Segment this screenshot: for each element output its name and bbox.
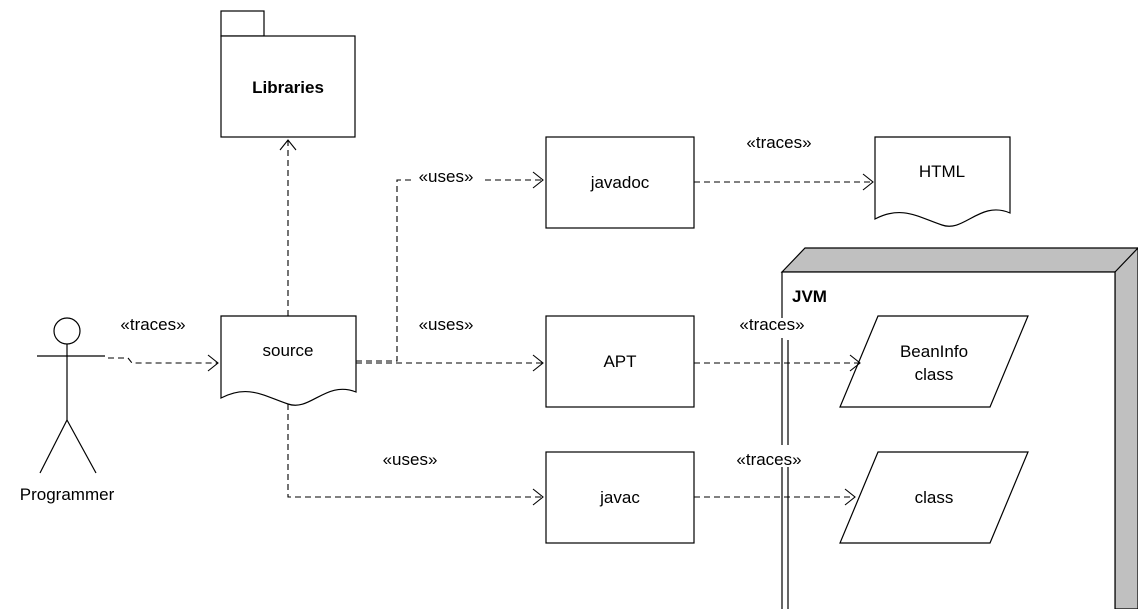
dashed-line xyxy=(287,404,543,498)
libraries-label: Libraries xyxy=(252,78,324,97)
javac-component: javac xyxy=(545,451,695,544)
arrow-head xyxy=(849,354,861,372)
javac-label: javac xyxy=(599,488,640,507)
actor-left-leg xyxy=(39,419,68,474)
actor-right-leg xyxy=(66,419,97,474)
javadoc-component: javadoc xyxy=(545,136,695,229)
arrow-head xyxy=(532,488,544,506)
arrow-head xyxy=(862,173,874,191)
beaninfo-label-line2: class xyxy=(915,365,954,384)
class-artifact: class xyxy=(839,451,1029,544)
source-artifact: source xyxy=(220,315,357,406)
jvm-node-top-face xyxy=(780,247,1138,273)
edge-label-javac-class: «traces» xyxy=(736,450,801,469)
label-mask xyxy=(414,166,484,186)
line-gap-mask xyxy=(780,318,796,338)
dashed-line xyxy=(108,357,218,364)
component-box xyxy=(545,451,695,544)
edge-source-libraries xyxy=(279,139,297,316)
edge-label-source-apt: «uses» xyxy=(419,315,474,334)
class-label: class xyxy=(915,488,954,507)
edge-source-javac xyxy=(287,404,544,506)
html-label: HTML xyxy=(919,162,965,181)
arrow-head xyxy=(207,354,219,372)
beaninfo-label-line1: BeanInfo xyxy=(900,342,968,361)
jvm-node-side-face xyxy=(1114,247,1138,609)
beaninfo-class-artifact: BeanInfo class xyxy=(839,315,1029,408)
component-box xyxy=(545,315,695,408)
edge-label-source-javac: «uses» xyxy=(383,450,438,469)
document-shape xyxy=(874,136,1011,227)
edge-label-source-javadoc: «uses» xyxy=(419,167,474,186)
actor-head xyxy=(53,317,81,345)
apt-component: APT xyxy=(545,315,695,408)
edge-apt-beaninfo xyxy=(694,354,861,372)
edge-label-javadoc-html: «traces» xyxy=(746,133,811,152)
arrow-head xyxy=(532,354,544,372)
edge-javadoc-html xyxy=(694,173,874,191)
edge-programmer-source xyxy=(108,354,219,372)
jvm-node: JVM xyxy=(780,247,1138,609)
programmer-actor xyxy=(37,317,105,474)
edge-label-apt-beaninfo: «traces» xyxy=(739,315,804,334)
parallelogram-shape xyxy=(839,315,1029,408)
arrow-head xyxy=(844,488,856,506)
libraries-package: Libraries xyxy=(220,10,356,138)
package-tab xyxy=(220,10,265,37)
javadoc-label: javadoc xyxy=(590,173,650,192)
package-body xyxy=(220,35,356,138)
edge-label-programmer-source: «traces» xyxy=(120,315,185,334)
html-artifact: HTML xyxy=(874,136,1011,227)
programmer-label: Programmer xyxy=(20,485,115,504)
arrow-head xyxy=(279,139,297,151)
jvm-label: JVM xyxy=(792,287,827,306)
edge-source-apt xyxy=(356,354,544,372)
parallelogram-shape xyxy=(839,451,1029,544)
source-label: source xyxy=(262,341,313,360)
arrow-head xyxy=(532,171,544,189)
apt-label: APT xyxy=(603,352,636,371)
document-shape xyxy=(220,315,357,406)
line-gap-mask xyxy=(780,445,796,467)
edge-javac-class xyxy=(694,488,856,506)
